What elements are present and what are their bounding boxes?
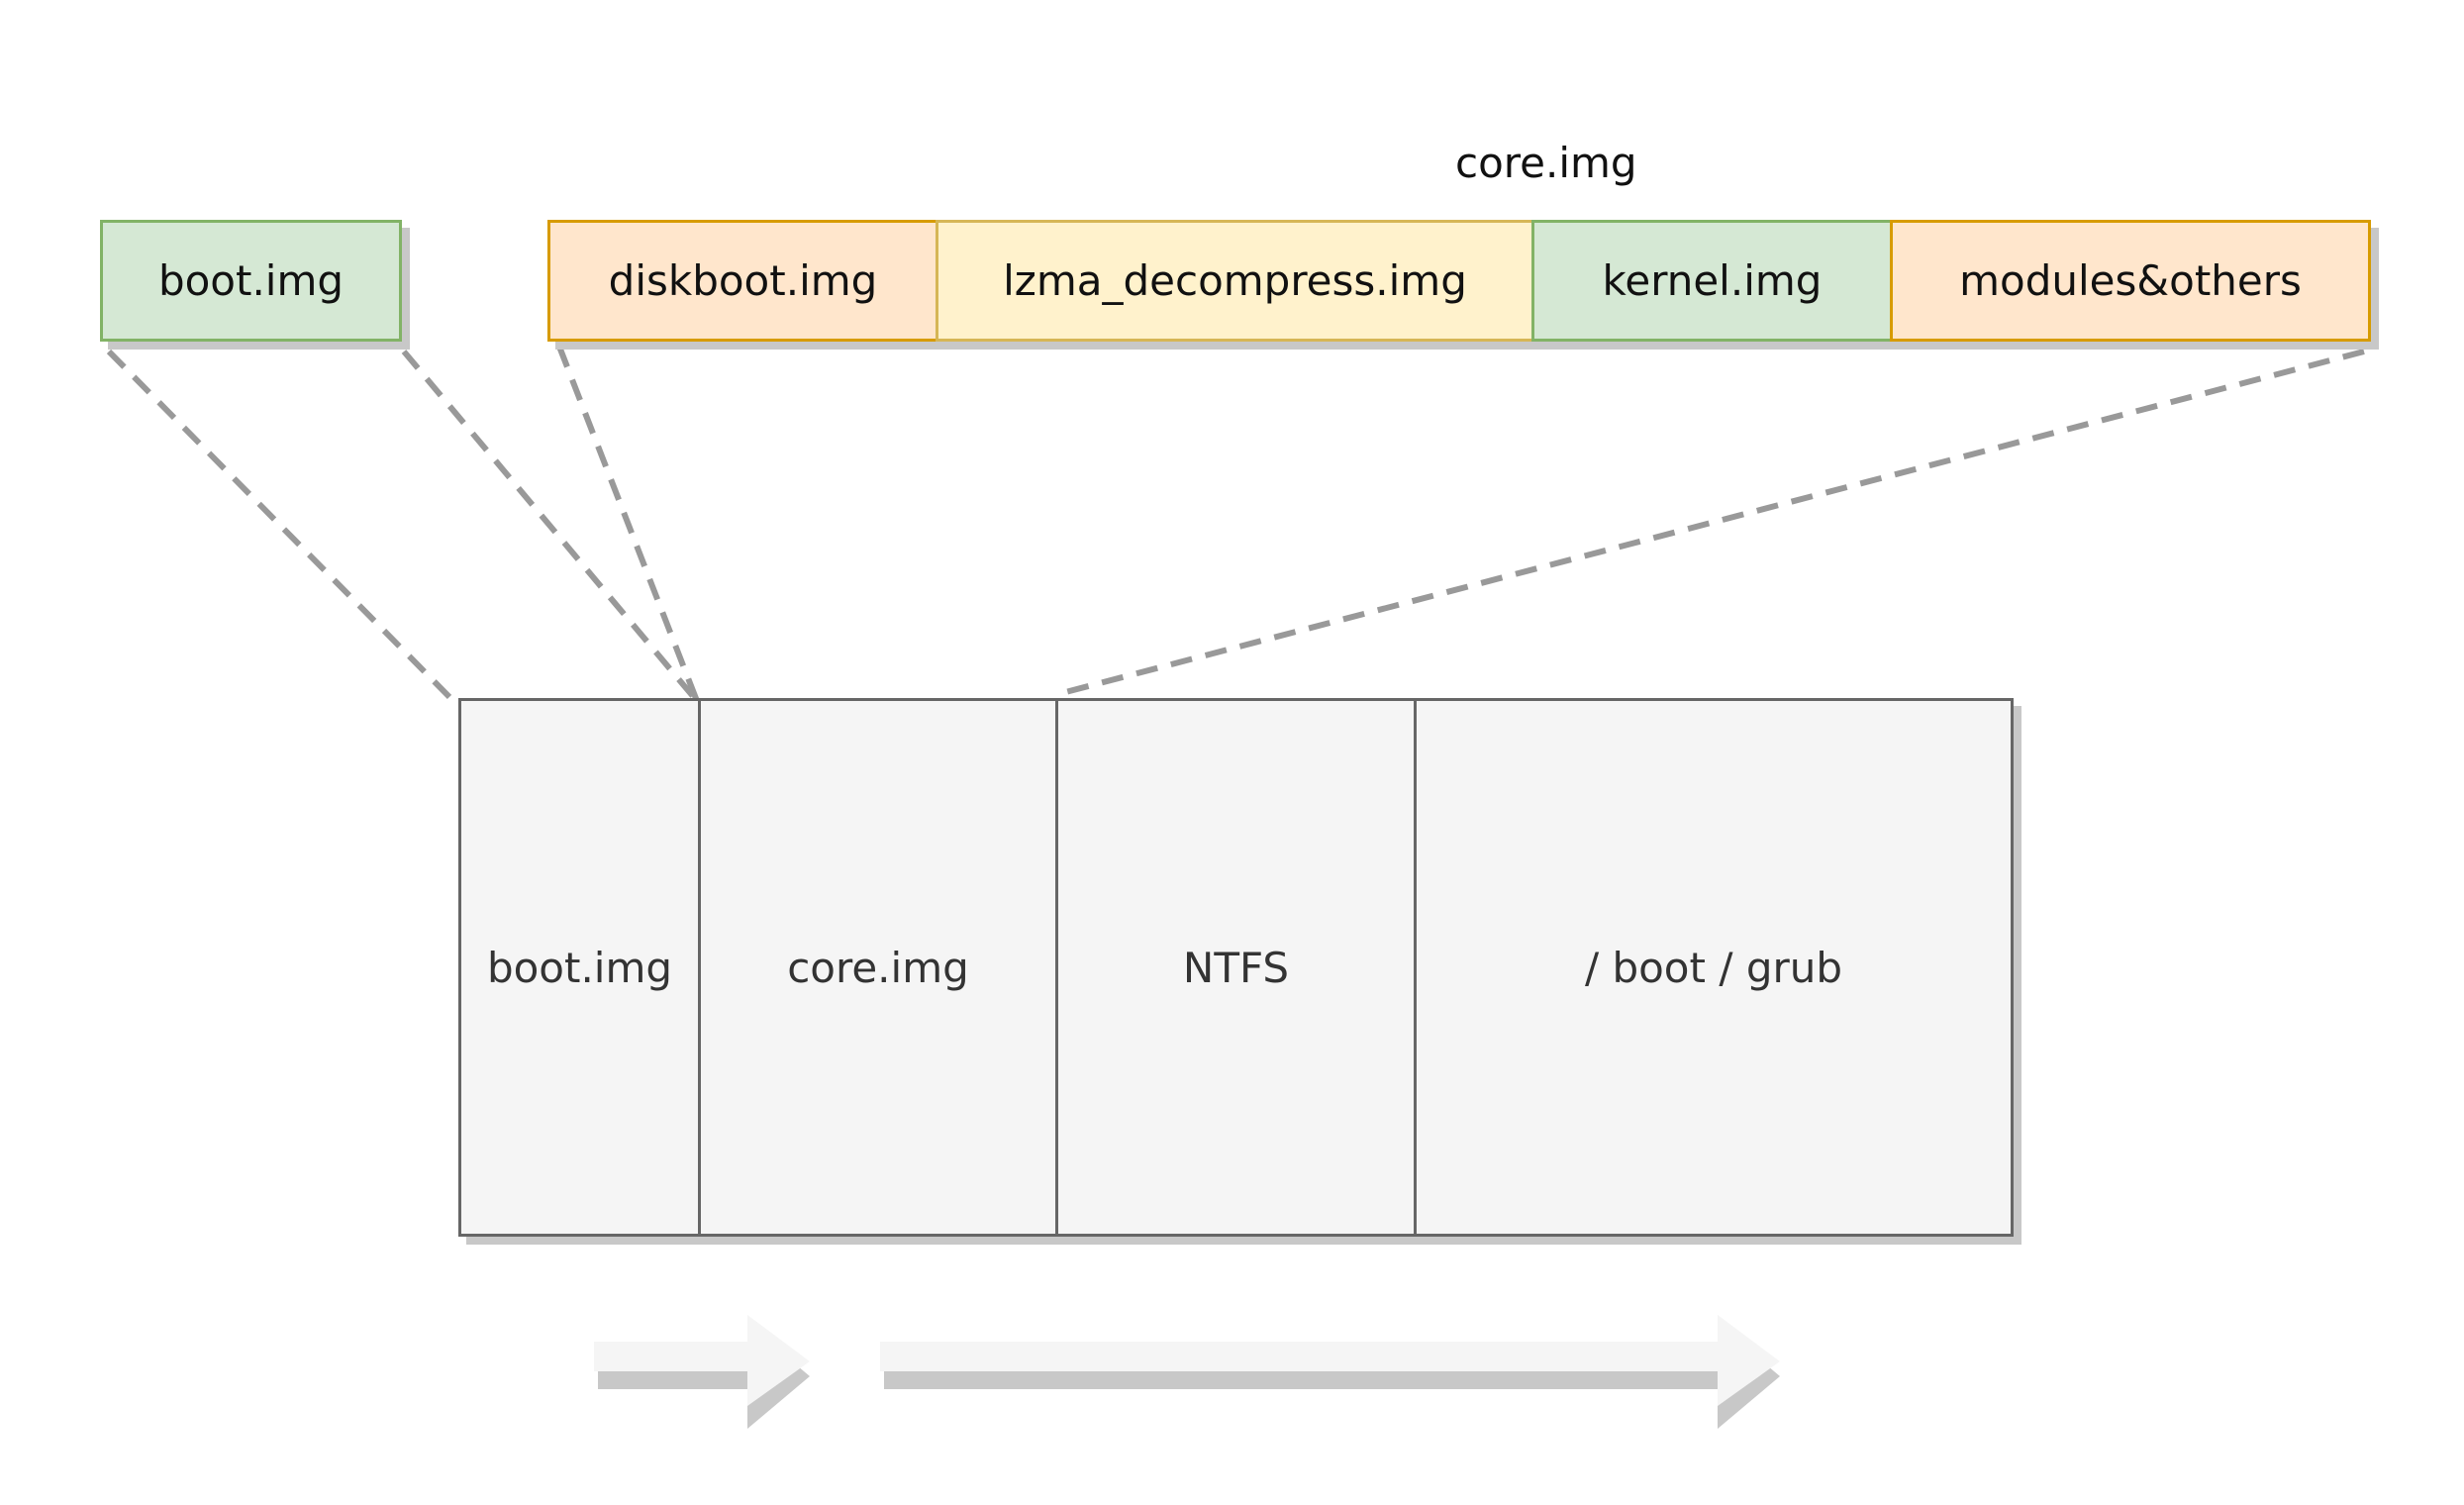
connector-boot-right [401,350,700,703]
core-img-strip: diskboot.img lzma_decompress.img kernel.… [547,220,2371,342]
disk-segment-core-img: core.img [698,698,1058,1237]
kernel-img-box: kernel.img [1531,220,1893,342]
connector-boot-left [106,349,456,704]
disk-segment-core-img-label: core.img [787,943,969,992]
disk-segment-boot-grub-label: / boot / grub [1584,943,1843,992]
diskboot-img-box: diskboot.img [547,220,938,342]
disk-segment-ntfs-label: NTFS [1182,943,1290,992]
arrow-core-to-modules [880,1315,1780,1429]
disk-segment-boot-img: boot.img [458,698,701,1237]
disk-segment-ntfs: NTFS [1055,698,1417,1237]
disk-segment-boot-img-label: boot.img [486,943,673,992]
boot-img-box: boot.img [100,220,402,342]
arrow-boot-to-core [594,1315,810,1429]
modules-others-box: modules&others [1890,220,2371,342]
connector-core-left [556,345,700,703]
lzma-decompress-img-box: lzma_decompress.img [936,220,1534,342]
modules-others-label: modules&others [1959,256,2302,305]
core-img-group-title: core.img [1455,139,1637,187]
connector-core-right [1053,349,2365,698]
boot-img-label: boot.img [157,256,345,305]
diskboot-img-label: diskboot.img [608,256,878,305]
disk-layout: boot.img core.img NTFS / boot / grub [458,698,2014,1237]
disk-segment-boot-grub: / boot / grub [1414,698,2014,1237]
lzma-decompress-img-label: lzma_decompress.img [1003,256,1467,305]
kernel-img-label: kernel.img [1602,256,1823,305]
